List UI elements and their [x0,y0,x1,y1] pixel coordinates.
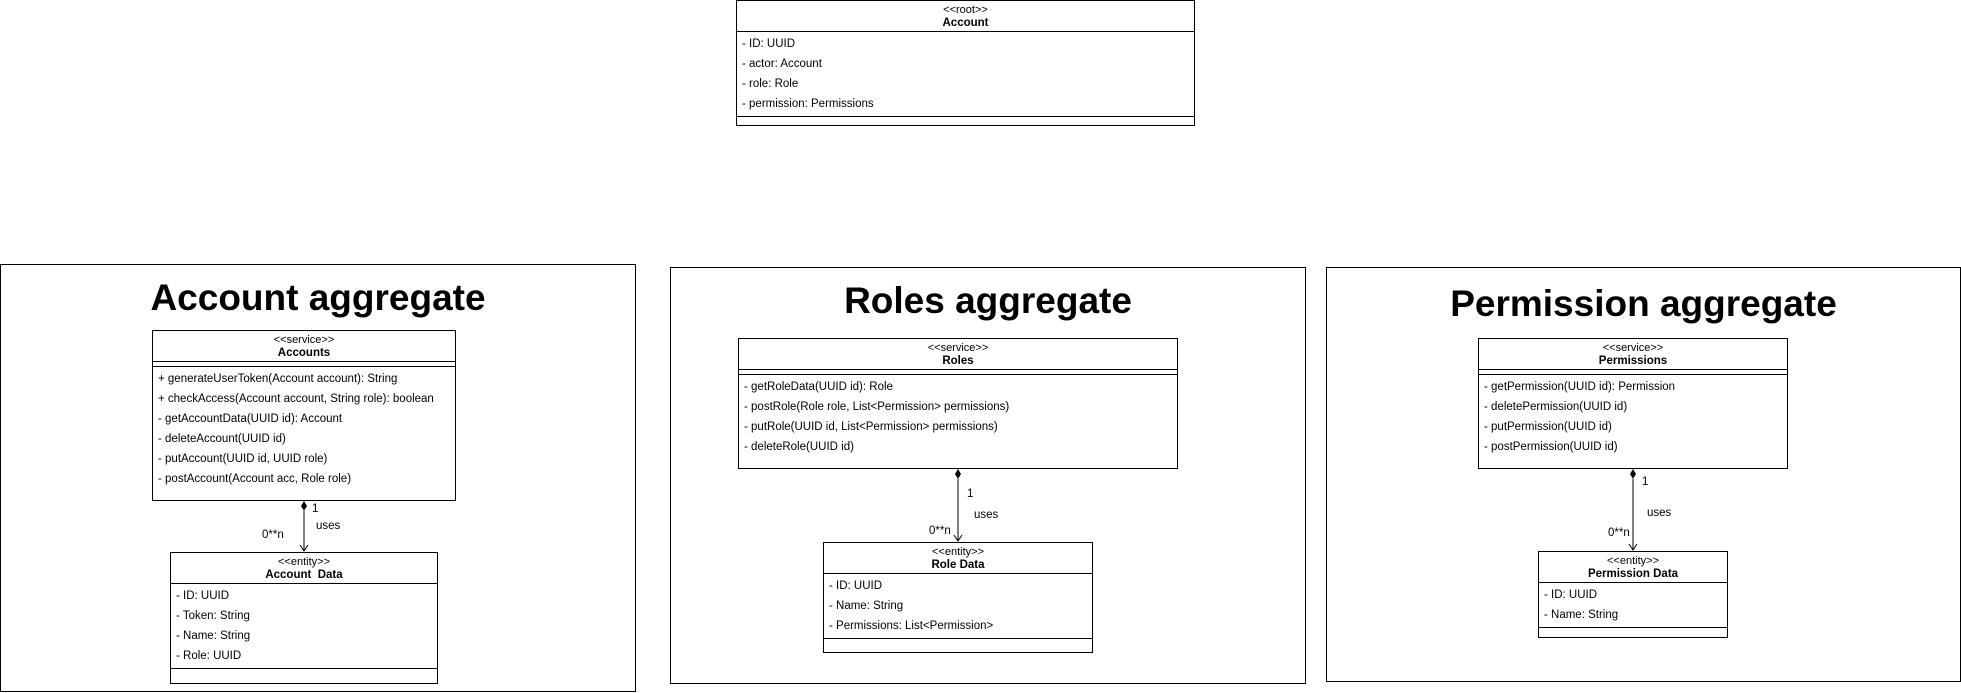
accounts-service-class[interactable]: <<service>> Accounts + generateUserToken… [152,330,456,501]
entity-class-name: Permission Data [1587,568,1679,580]
entity-attribute: - Name: String [176,630,251,642]
entity-stereotype: <<entity>> [278,556,330,568]
roles-composition-connector[interactable] [953,469,963,542]
service-method: - getRoleData(UUID id): Role [744,381,893,393]
role-data-entity-class[interactable]: <<entity>> Role Data - ID: UUID - Name: … [823,542,1093,653]
entity-attribute: - Permissions: List<Permission> [829,620,994,632]
service-stereotype: <<service>> [1602,342,1664,354]
service-method: - deleteRole(UUID id) [744,441,854,453]
entity-class-name: Role Data [931,559,985,571]
entity-class-name: Account Data [265,569,343,581]
permission-source-multiplicity: 1 [1642,476,1649,488]
account-data-entity-class[interactable]: <<entity>> Account Data - ID: UUID - Tok… [170,552,438,684]
permission-data-entity-class[interactable]: <<entity>> Permission Data - ID: UUID - … [1538,551,1728,638]
account-target-multiplicity: 0**n [262,529,284,541]
service-method: - putRole(UUID id, List<Permission> perm… [744,421,998,433]
open-arrow-icon [1628,543,1638,551]
entity-attribute: - ID: UUID [176,590,230,602]
composition-diamond-icon [955,469,961,479]
open-arrow-icon [953,534,963,542]
service-method: - postPermission(UUID id) [1484,441,1618,453]
service-stereotype: <<service>> [927,342,989,354]
permission-composition-connector[interactable] [1628,469,1638,551]
service-method: + generateUserToken(Account account): St… [158,373,398,385]
service-class-name: Permissions [1598,355,1668,367]
entity-stereotype: <<entity>> [932,546,984,558]
roles-service-class[interactable]: <<service>> Roles - getRoleData(UUID id)… [738,338,1178,469]
root-class-name: Account [942,17,989,29]
service-method: - deleteAccount(UUID id) [158,433,286,445]
service-method: - postAccount(Account acc, Role role) [158,473,352,485]
entity-attribute: - ID: UUID [1544,589,1598,601]
service-method: - putPermission(UUID id) [1484,421,1612,433]
service-method: - putAccount(UUID id, UUID role) [158,453,328,465]
account-relation-label: uses [316,520,341,532]
service-method: - deletePermission(UUID id) [1484,401,1628,413]
permission-target-multiplicity: 0**n [1608,527,1630,539]
roles-source-multiplicity: 1 [967,488,974,500]
service-class-name: Roles [942,355,974,367]
entity-attribute: - ID: UUID [829,580,883,592]
service-method: - getAccountData(UUID id): Account [158,413,343,425]
service-method: + checkAccess(Account account, String ro… [158,393,434,405]
account-composition-connector[interactable] [299,501,309,552]
root-stereotype: <<root>> [943,4,988,16]
root-attribute: - actor: Account [742,58,822,70]
permission-relation-label: uses [1647,507,1672,519]
entity-stereotype: <<entity>> [1607,555,1659,567]
root-attribute: - ID: UUID [742,38,796,50]
roles-aggregate-title: Roles aggregate [844,280,1132,321]
entity-attribute: - Name: String [829,600,904,612]
entity-attribute: - Name: String [1544,609,1619,621]
open-arrow-icon [299,544,309,552]
service-method: - getPermission(UUID id): Permission [1484,381,1676,393]
entity-attribute: - Role: UUID [176,650,242,662]
root-account-class[interactable]: <<root>> Account - ID: UUID - actor: Acc… [736,0,1195,126]
account-aggregate-title: Account aggregate [150,277,486,318]
root-attribute: - role: Role [742,78,799,90]
permissions-service-class[interactable]: <<service>> Permissions - getPermission(… [1478,338,1788,469]
entity-attribute: - Token: String [176,610,250,622]
roles-target-multiplicity: 0**n [929,525,951,537]
account-source-multiplicity: 1 [312,503,319,515]
service-stereotype: <<service>> [273,334,335,346]
composition-diamond-icon [1630,469,1636,479]
composition-diamond-icon [301,501,307,511]
roles-relation-label: uses [974,509,999,521]
service-class-name: Accounts [277,347,331,359]
permission-aggregate-title: Permission aggregate [1450,283,1837,324]
root-attribute: - permission: Permissions [742,98,874,110]
service-method: - postRole(Role role, List<Permission> p… [744,401,1010,413]
